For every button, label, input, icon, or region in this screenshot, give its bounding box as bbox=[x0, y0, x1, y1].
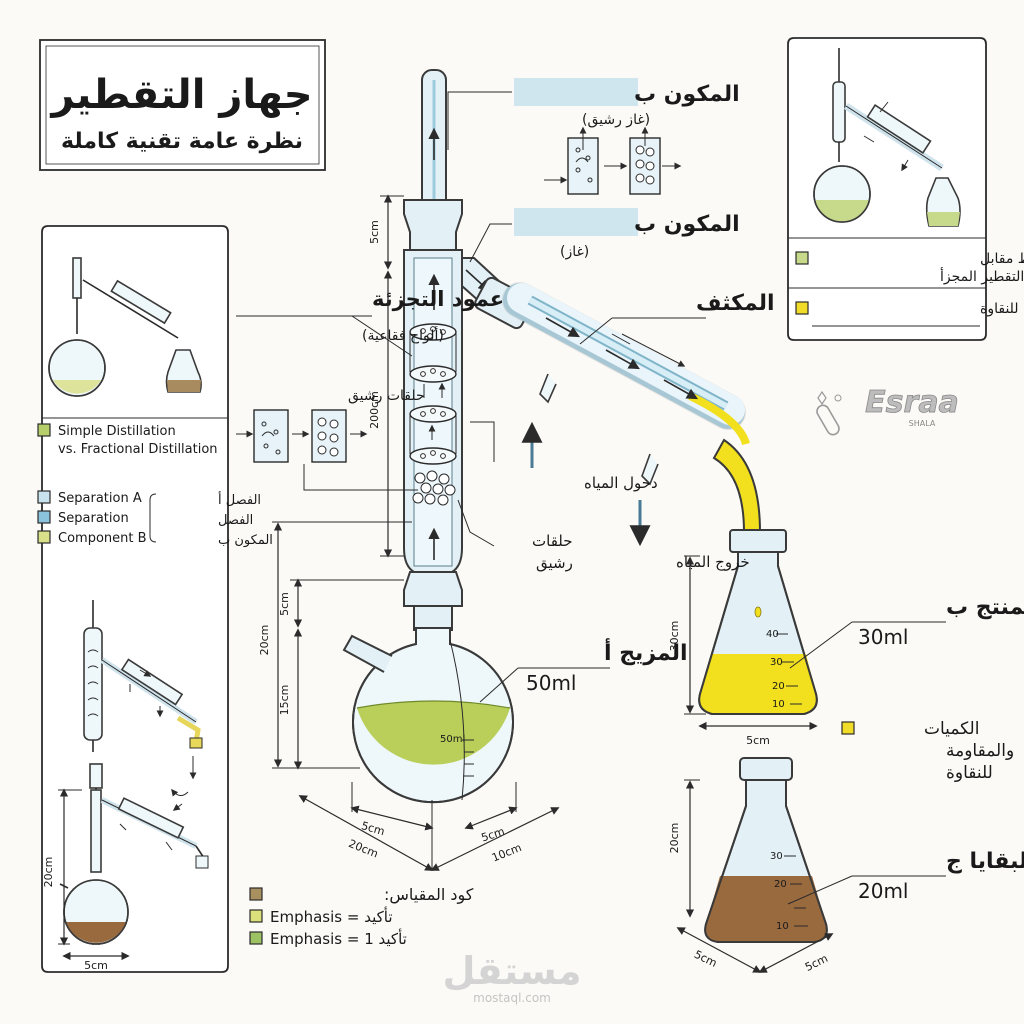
esraa-logo: Esraa SHALA bbox=[816, 385, 959, 436]
legend-left-fractional: vs. Fractional Distillation bbox=[58, 442, 218, 457]
mostaql-watermark: مستقل mostaql.com bbox=[443, 949, 582, 1005]
flask-volume-mark: 50ml bbox=[440, 734, 465, 745]
dim-res-5cm-b: 5cm bbox=[803, 952, 830, 974]
legend-left-sep-ar: الفصل bbox=[218, 513, 253, 528]
product-b-label: المنتج ب bbox=[946, 595, 1024, 620]
scale-code-title: كود المقياس: bbox=[384, 885, 474, 905]
dim-inset-5cm: 5cm bbox=[84, 959, 108, 972]
raschig-rings-bottom-label-2: رشيق bbox=[536, 554, 573, 572]
raschig-rings-left-label: حلقات رشيق bbox=[348, 388, 425, 404]
dim-20cm-residue: 20cm bbox=[668, 823, 681, 854]
title-box: جهاز التقطير نظرة عامة تقنية كاملة bbox=[39, 39, 326, 171]
scale-code-legend: كود المقياس: Emphasis = تأكيد Emphasis =… bbox=[249, 885, 474, 948]
simple-distillation-sketch bbox=[48, 257, 202, 397]
emphasis-label: Emphasis = تأكيد bbox=[270, 906, 393, 926]
dim-5cm-product: 5cm bbox=[746, 734, 770, 747]
dim-15cm: 15cm bbox=[278, 685, 291, 716]
fractional-sketch-bottom: 20cm 5cm bbox=[42, 763, 209, 972]
residue-flask: 30 20 10 bbox=[704, 757, 828, 943]
mostaql-watermark-url: mostaql.com bbox=[473, 991, 551, 1005]
apparatus: 50ml bbox=[342, 69, 828, 943]
product-tick-40: 40 bbox=[766, 629, 779, 640]
dim-base-5cm-a: 5cm bbox=[360, 819, 386, 838]
legend-left-compB-en: Component B bbox=[58, 531, 147, 546]
quantities-swatch bbox=[841, 721, 855, 735]
legend-left-sep-en: Separation bbox=[58, 511, 129, 526]
emphasis-1-label: Emphasis = 1 تأكيد bbox=[270, 928, 407, 948]
residue-tick-30: 30 bbox=[770, 851, 783, 862]
raschig-rings-packing bbox=[412, 470, 456, 506]
title-main: جهاز التقطير bbox=[49, 72, 312, 118]
legend-right-item1-line2: التقطير المجزأ bbox=[940, 267, 1024, 285]
right-panel: التقطير البسيط مقابل التقطير المجزأ الكم… bbox=[787, 37, 1024, 341]
fractional-sketch-top bbox=[83, 600, 203, 797]
bubble-plates-label: (ألواح فقاعية) bbox=[362, 326, 444, 344]
legend-right-item2: الكميات والمقاومة للنقاوة bbox=[980, 301, 1024, 317]
water-out-label: خروج المياه bbox=[676, 553, 750, 572]
product-flask: 40 30 20 10 bbox=[698, 529, 818, 715]
dim-res-5cm-a: 5cm bbox=[692, 948, 719, 970]
column-bottom-adapter bbox=[403, 571, 463, 607]
legend-left-simple: Simple Distillation bbox=[58, 424, 176, 439]
component-b-mid-highlight bbox=[514, 208, 638, 236]
dim-base-5cm-b: 5cm bbox=[480, 825, 507, 845]
esraa-logo-text: Esraa bbox=[865, 385, 959, 420]
product-tick-20: 20 bbox=[772, 681, 785, 692]
dim-5cm-top: 5cm bbox=[368, 220, 381, 244]
thermometer-tube bbox=[421, 69, 447, 221]
fractionating-column bbox=[403, 249, 463, 573]
condenser-label: المكثف bbox=[696, 291, 775, 316]
mixture-a-volume: 50ml bbox=[526, 671, 577, 695]
residue-tick-20: 20 bbox=[774, 879, 787, 890]
quantities-label-3: للنقاوة bbox=[946, 763, 993, 783]
dim-inset-20cm: 20cm bbox=[42, 857, 55, 888]
component-b-top-highlight bbox=[514, 78, 638, 106]
condenser bbox=[474, 276, 750, 486]
product-tick-30: 30 bbox=[770, 657, 783, 668]
column-top-adapter bbox=[403, 199, 463, 251]
component-b-top-label: المكون ب bbox=[634, 82, 740, 107]
legend-left-separation: Separation A Separation Component B الفص… bbox=[37, 490, 273, 548]
residue-c-volume: 20ml bbox=[858, 879, 909, 903]
quantities-label-1: الكميات bbox=[924, 719, 979, 739]
right-inset-sketch bbox=[813, 48, 961, 227]
dim-30cm-right: 30cm bbox=[668, 621, 681, 652]
left-panel: Simple Distillation vs. Fractional Disti… bbox=[37, 225, 273, 973]
residue-tick-10: 10 bbox=[776, 921, 789, 932]
round-bottom-flask: 50ml bbox=[342, 627, 514, 804]
legend-left-sepA-en: Separation A bbox=[58, 491, 142, 506]
dim-200cm: 200cm bbox=[368, 391, 381, 429]
bubble-plates bbox=[409, 323, 457, 465]
fractionating-column-label: عمود التجزئة bbox=[372, 287, 504, 311]
product-tick-10: 10 bbox=[772, 699, 785, 710]
dim-20cm-left: 20cm bbox=[258, 625, 271, 656]
raschig-rings-bottom-label-1: حلقات bbox=[532, 532, 573, 550]
legend-left-sepA-ar: الفصل أ bbox=[218, 491, 261, 508]
dim-5cm-left: 5cm bbox=[278, 592, 291, 616]
legend-right-item1: التقطير البسيط مقابل bbox=[980, 251, 1024, 267]
title-subtitle: نظرة عامة تقنية كاملة bbox=[61, 129, 303, 154]
component-b-top-note: (غاز رشيق) bbox=[582, 112, 650, 128]
mostaql-watermark-text: مستقل bbox=[443, 949, 582, 993]
delivery-bend bbox=[712, 438, 762, 533]
esraa-logo-sub: SHALA bbox=[909, 419, 936, 428]
component-b-top-leader bbox=[447, 91, 512, 150]
legend-left-compB-ar: المكون ب bbox=[218, 533, 273, 548]
water-in-label: دخول المياه bbox=[584, 474, 658, 492]
dim-base-20cm: 20cm bbox=[347, 837, 380, 861]
component-b-mid-label: المكون ب bbox=[634, 212, 740, 237]
component-b-mid-note: (غاز) bbox=[560, 244, 589, 260]
residue-c-label: البقايا ج bbox=[946, 849, 1024, 874]
quantities-label-2: والمقاومة bbox=[946, 741, 1014, 761]
gas-flow-icons-top bbox=[544, 126, 682, 195]
dim-base-10cm: 10cm bbox=[490, 841, 523, 865]
product-b-volume: 30ml bbox=[858, 625, 909, 649]
mixture-a-label: المزيج أ bbox=[604, 637, 688, 666]
raschig-rings-left-icons bbox=[236, 409, 368, 463]
